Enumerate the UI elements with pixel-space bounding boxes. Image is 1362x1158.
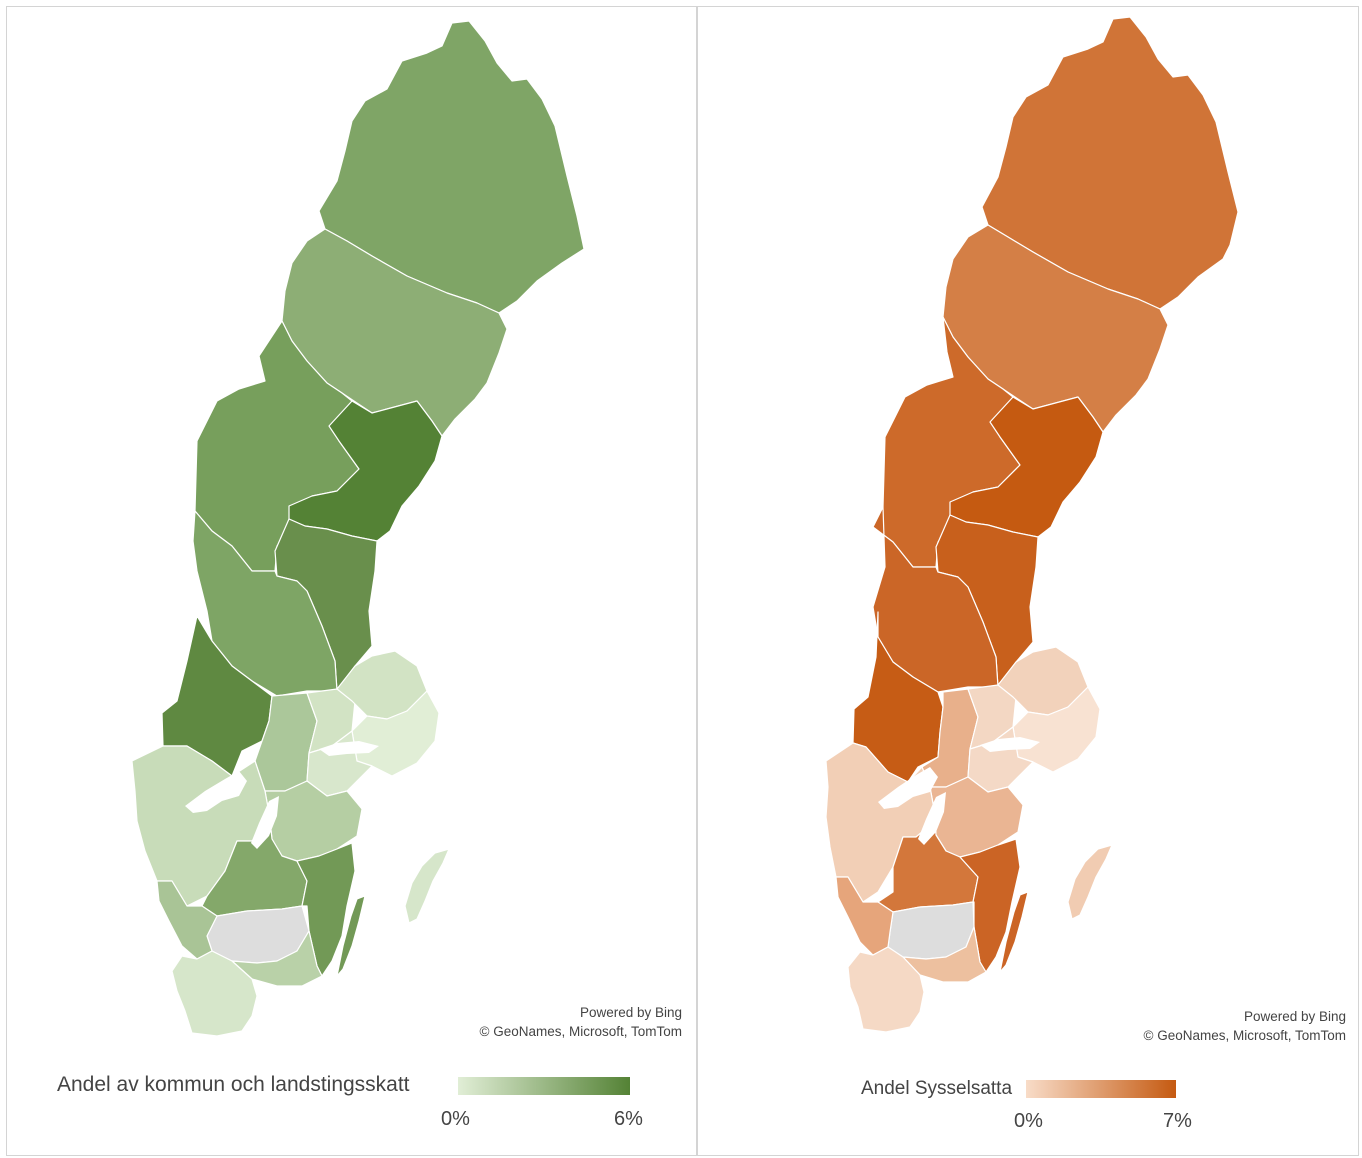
map-panel-right: Powered by Bing © GeoNames, Microsoft, T… [697, 6, 1359, 1156]
legend-gradient-bar [1026, 1080, 1176, 1098]
region-varmland[interactable] [852, 611, 944, 783]
legend-max-label: 7% [1163, 1110, 1192, 1132]
sweden-choropleth-map[interactable] [698, 7, 1359, 1156]
region-oland[interactable] [336, 895, 366, 977]
region-blekinge[interactable] [902, 926, 987, 983]
region-dalarna[interactable] [192, 510, 338, 697]
region-kalmar[interactable] [296, 842, 356, 977]
attribution-data-sources: © GeoNames, Microsoft, TomTom [479, 1024, 683, 1039]
lake-vanern [185, 771, 247, 813]
legend-min-label: 0% [441, 1108, 470, 1130]
map-attribution: Powered by Bing © GeoNames, Microsoft, T… [1144, 1007, 1347, 1045]
region-blekinge[interactable] [231, 930, 323, 987]
legend-gradient-bar [458, 1077, 630, 1095]
region-varmland[interactable] [161, 615, 273, 777]
region-oland[interactable] [999, 891, 1029, 973]
lake-vattern [918, 792, 946, 845]
map-panel-left: Powered by Bing © GeoNames, Microsoft, T… [6, 6, 697, 1156]
region-halland[interactable] [835, 876, 894, 956]
lake-vanern [878, 767, 938, 809]
region-gotland[interactable] [404, 848, 450, 924]
legend-min-label: 0% [1014, 1110, 1043, 1132]
legend-title: Andel Sysselsatta [861, 1078, 1013, 1099]
lake-vattern [251, 796, 279, 849]
region-skane[interactable] [847, 946, 925, 1033]
attribution-powered-by: Powered by Bing [579, 1005, 682, 1020]
region-skane[interactable] [171, 950, 258, 1037]
legend-max-label: 6% [614, 1108, 643, 1130]
lake-malaren [980, 737, 1040, 752]
attribution-data-sources: © GeoNames, Microsoft, TomTom [1143, 1028, 1347, 1043]
region-gotland[interactable] [1067, 844, 1113, 920]
lake-malaren [319, 741, 379, 756]
attribution-powered-by: Powered by Bing [1243, 1009, 1346, 1024]
map-attribution: Powered by Bing © GeoNames, Microsoft, T… [480, 1003, 683, 1041]
legend-title: Andel av kommun och landstingsskatt [57, 1073, 410, 1096]
region-dalarna[interactable] [872, 506, 999, 693]
region-halland[interactable] [156, 880, 218, 960]
sweden-choropleth-map[interactable] [7, 7, 697, 1156]
